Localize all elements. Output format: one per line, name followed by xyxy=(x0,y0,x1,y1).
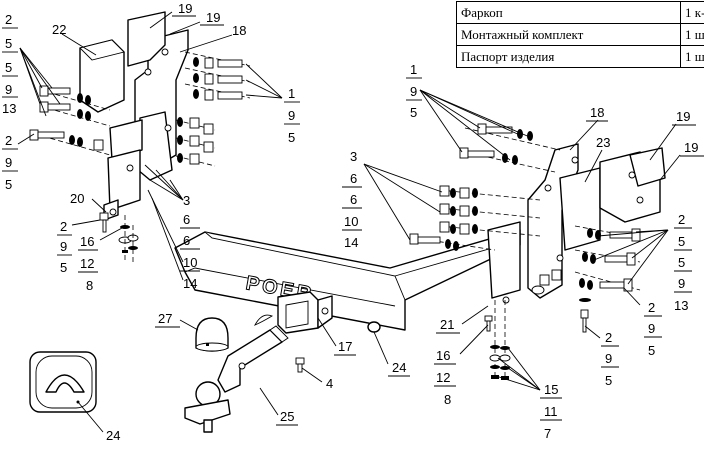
callout: 13 xyxy=(674,298,688,313)
callout: 9 xyxy=(410,84,417,99)
ball-cover xyxy=(196,318,228,351)
callout-19: 19 xyxy=(684,140,698,155)
right-lower-fasteners xyxy=(485,300,510,380)
callout: 9 xyxy=(60,239,67,254)
callout: 9 xyxy=(288,108,295,123)
callout: 5 xyxy=(678,234,685,249)
callout: 8 xyxy=(444,392,451,407)
part-qty: 1 ш xyxy=(681,46,704,68)
part-name: Монтажный комплект xyxy=(457,24,681,46)
callout: 16 xyxy=(80,234,94,249)
callout-20: 20 xyxy=(70,191,84,206)
parts-list-table: Фаркоп 1 к- Монтажный комплект 1 ш Паспо… xyxy=(456,1,704,68)
callout-18: 18 xyxy=(590,105,604,120)
callout-19: 19 xyxy=(178,1,192,16)
callout: 3 xyxy=(350,149,357,164)
callout-24: 24 xyxy=(392,360,406,375)
right-bracket-assembly xyxy=(488,144,665,303)
callout: 2 xyxy=(678,212,685,227)
callout: 10 xyxy=(344,214,358,229)
left-bracket-assembly xyxy=(80,12,188,220)
callout: 5 xyxy=(648,343,655,358)
callout: 6 xyxy=(350,171,357,186)
table-row: Фаркоп 1 к- xyxy=(457,2,704,24)
callout: 13 xyxy=(2,101,16,116)
callout: 1 xyxy=(410,62,417,77)
callout-17: 17 xyxy=(338,339,352,354)
callout: 5 xyxy=(288,130,295,145)
part-qty: 1 ш xyxy=(681,24,704,46)
callout: 7 xyxy=(544,426,551,441)
callout-19: 19 xyxy=(206,10,220,25)
callout: 2 xyxy=(605,330,612,345)
callout: 2 xyxy=(60,219,67,234)
callout: 9 xyxy=(5,82,12,97)
callout: 11 xyxy=(544,404,558,419)
callout: 5 xyxy=(5,36,12,51)
callout: 1 xyxy=(288,86,295,101)
callout: 15 xyxy=(544,382,558,397)
callout: 5 xyxy=(605,373,612,388)
callout: 10 xyxy=(183,255,197,270)
callout-18: 18 xyxy=(232,23,246,38)
callout: 2 xyxy=(5,12,12,27)
callout: 5 xyxy=(5,177,12,192)
callout: 14 xyxy=(183,276,197,291)
callout: 6 xyxy=(350,192,357,207)
callout-25: 25 xyxy=(280,409,294,424)
left-lower-fasteners xyxy=(100,213,138,262)
callout-24: 24 xyxy=(106,428,120,443)
callout-27: 27 xyxy=(158,311,172,326)
callout: 2 xyxy=(5,133,12,148)
callout: 5 xyxy=(678,255,685,270)
electrical-socket xyxy=(30,352,96,412)
callout: 5 xyxy=(410,105,417,120)
callout: 9 xyxy=(648,321,655,336)
callout-4: 4 xyxy=(326,376,333,391)
callout: 9 xyxy=(5,155,12,170)
table-row: Монтажный комплект 1 ш xyxy=(457,24,704,46)
callout-19: 19 xyxy=(676,109,690,124)
callout-22: 22 xyxy=(52,22,66,37)
callout: 9 xyxy=(605,351,612,366)
callout: 5 xyxy=(60,260,67,275)
callout: 8 xyxy=(86,278,93,293)
callout: 9 xyxy=(678,276,685,291)
callout: 14 xyxy=(344,235,358,250)
callout-21: 21 xyxy=(440,317,454,332)
right-top-bolts xyxy=(460,124,560,172)
part-name: Паспорт изделия xyxy=(457,46,681,68)
plug-cap xyxy=(368,322,380,332)
callout: 16 xyxy=(436,348,450,363)
left-bolt-rows xyxy=(176,52,250,166)
callout: 2 xyxy=(648,300,655,315)
part-name: Фаркоп xyxy=(457,2,681,24)
table-row: Паспорт изделия 1 ш xyxy=(457,46,704,68)
callout: 3 xyxy=(183,193,190,208)
callout: 5 xyxy=(5,60,12,75)
callout: 12 xyxy=(436,370,450,385)
callout: 12 xyxy=(80,256,94,271)
callout: 6 xyxy=(183,233,190,248)
callout: 6 xyxy=(183,212,190,227)
part-qty: 1 к- xyxy=(681,2,704,24)
callout-23: 23 xyxy=(596,135,610,150)
